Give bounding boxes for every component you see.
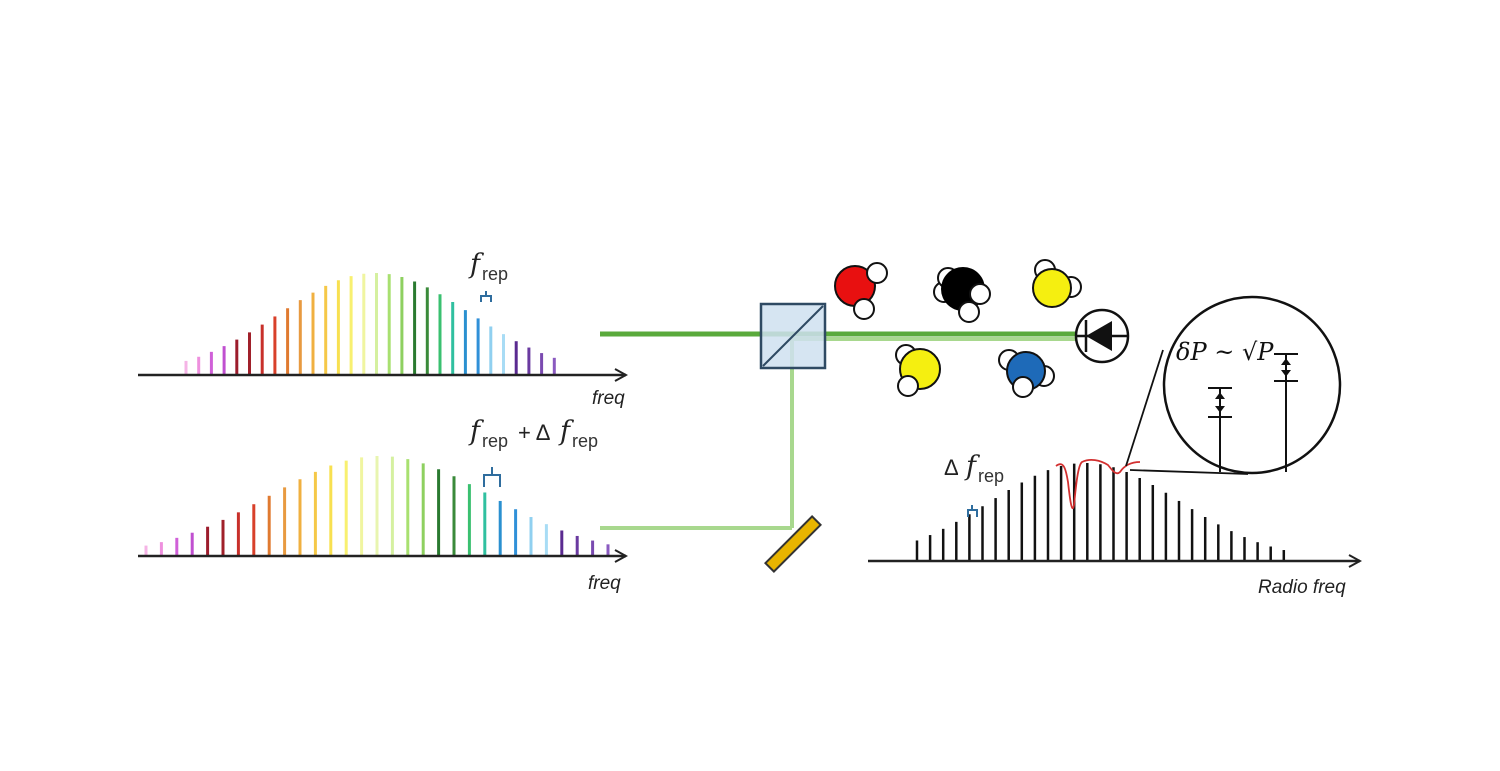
yellow-molecule-top xyxy=(1032,259,1082,308)
rf-delta: Δ xyxy=(944,455,959,480)
bottom-frep-sub: rep xyxy=(482,431,508,451)
rf-spacing-bracket xyxy=(967,505,978,517)
bottom-plus-delta: + Δ xyxy=(518,420,551,445)
yellow-molecule-bottom xyxy=(895,344,941,397)
zoom-inset: δP ~ √P xyxy=(1125,295,1342,475)
bottom-spacing-bracket xyxy=(483,467,501,487)
black-molecule xyxy=(933,267,991,323)
top-frep-sub: rep xyxy=(482,264,508,284)
absorption-curve xyxy=(1055,458,1141,510)
rf-frep-sub: rep xyxy=(978,466,1004,486)
top-axis-label: freq xyxy=(592,388,625,409)
top-spacing-bracket xyxy=(480,291,492,302)
red-molecule xyxy=(834,262,888,320)
photodetector-icon xyxy=(1074,308,1130,364)
comb-bottom-spectrum xyxy=(144,456,610,556)
rf-comb-spectrum xyxy=(915,463,1286,561)
rf-axis-label: Radio freq xyxy=(1258,577,1346,598)
noise-equation: δP ~ √P xyxy=(1176,338,1274,366)
bottom-frep-sub2: rep xyxy=(572,431,598,451)
comb-top-spectrum xyxy=(184,273,556,375)
blue-molecule xyxy=(998,349,1055,398)
bottom-axis-label: freq xyxy=(588,573,621,594)
beam-splitter xyxy=(759,302,827,370)
mirror xyxy=(764,515,822,573)
